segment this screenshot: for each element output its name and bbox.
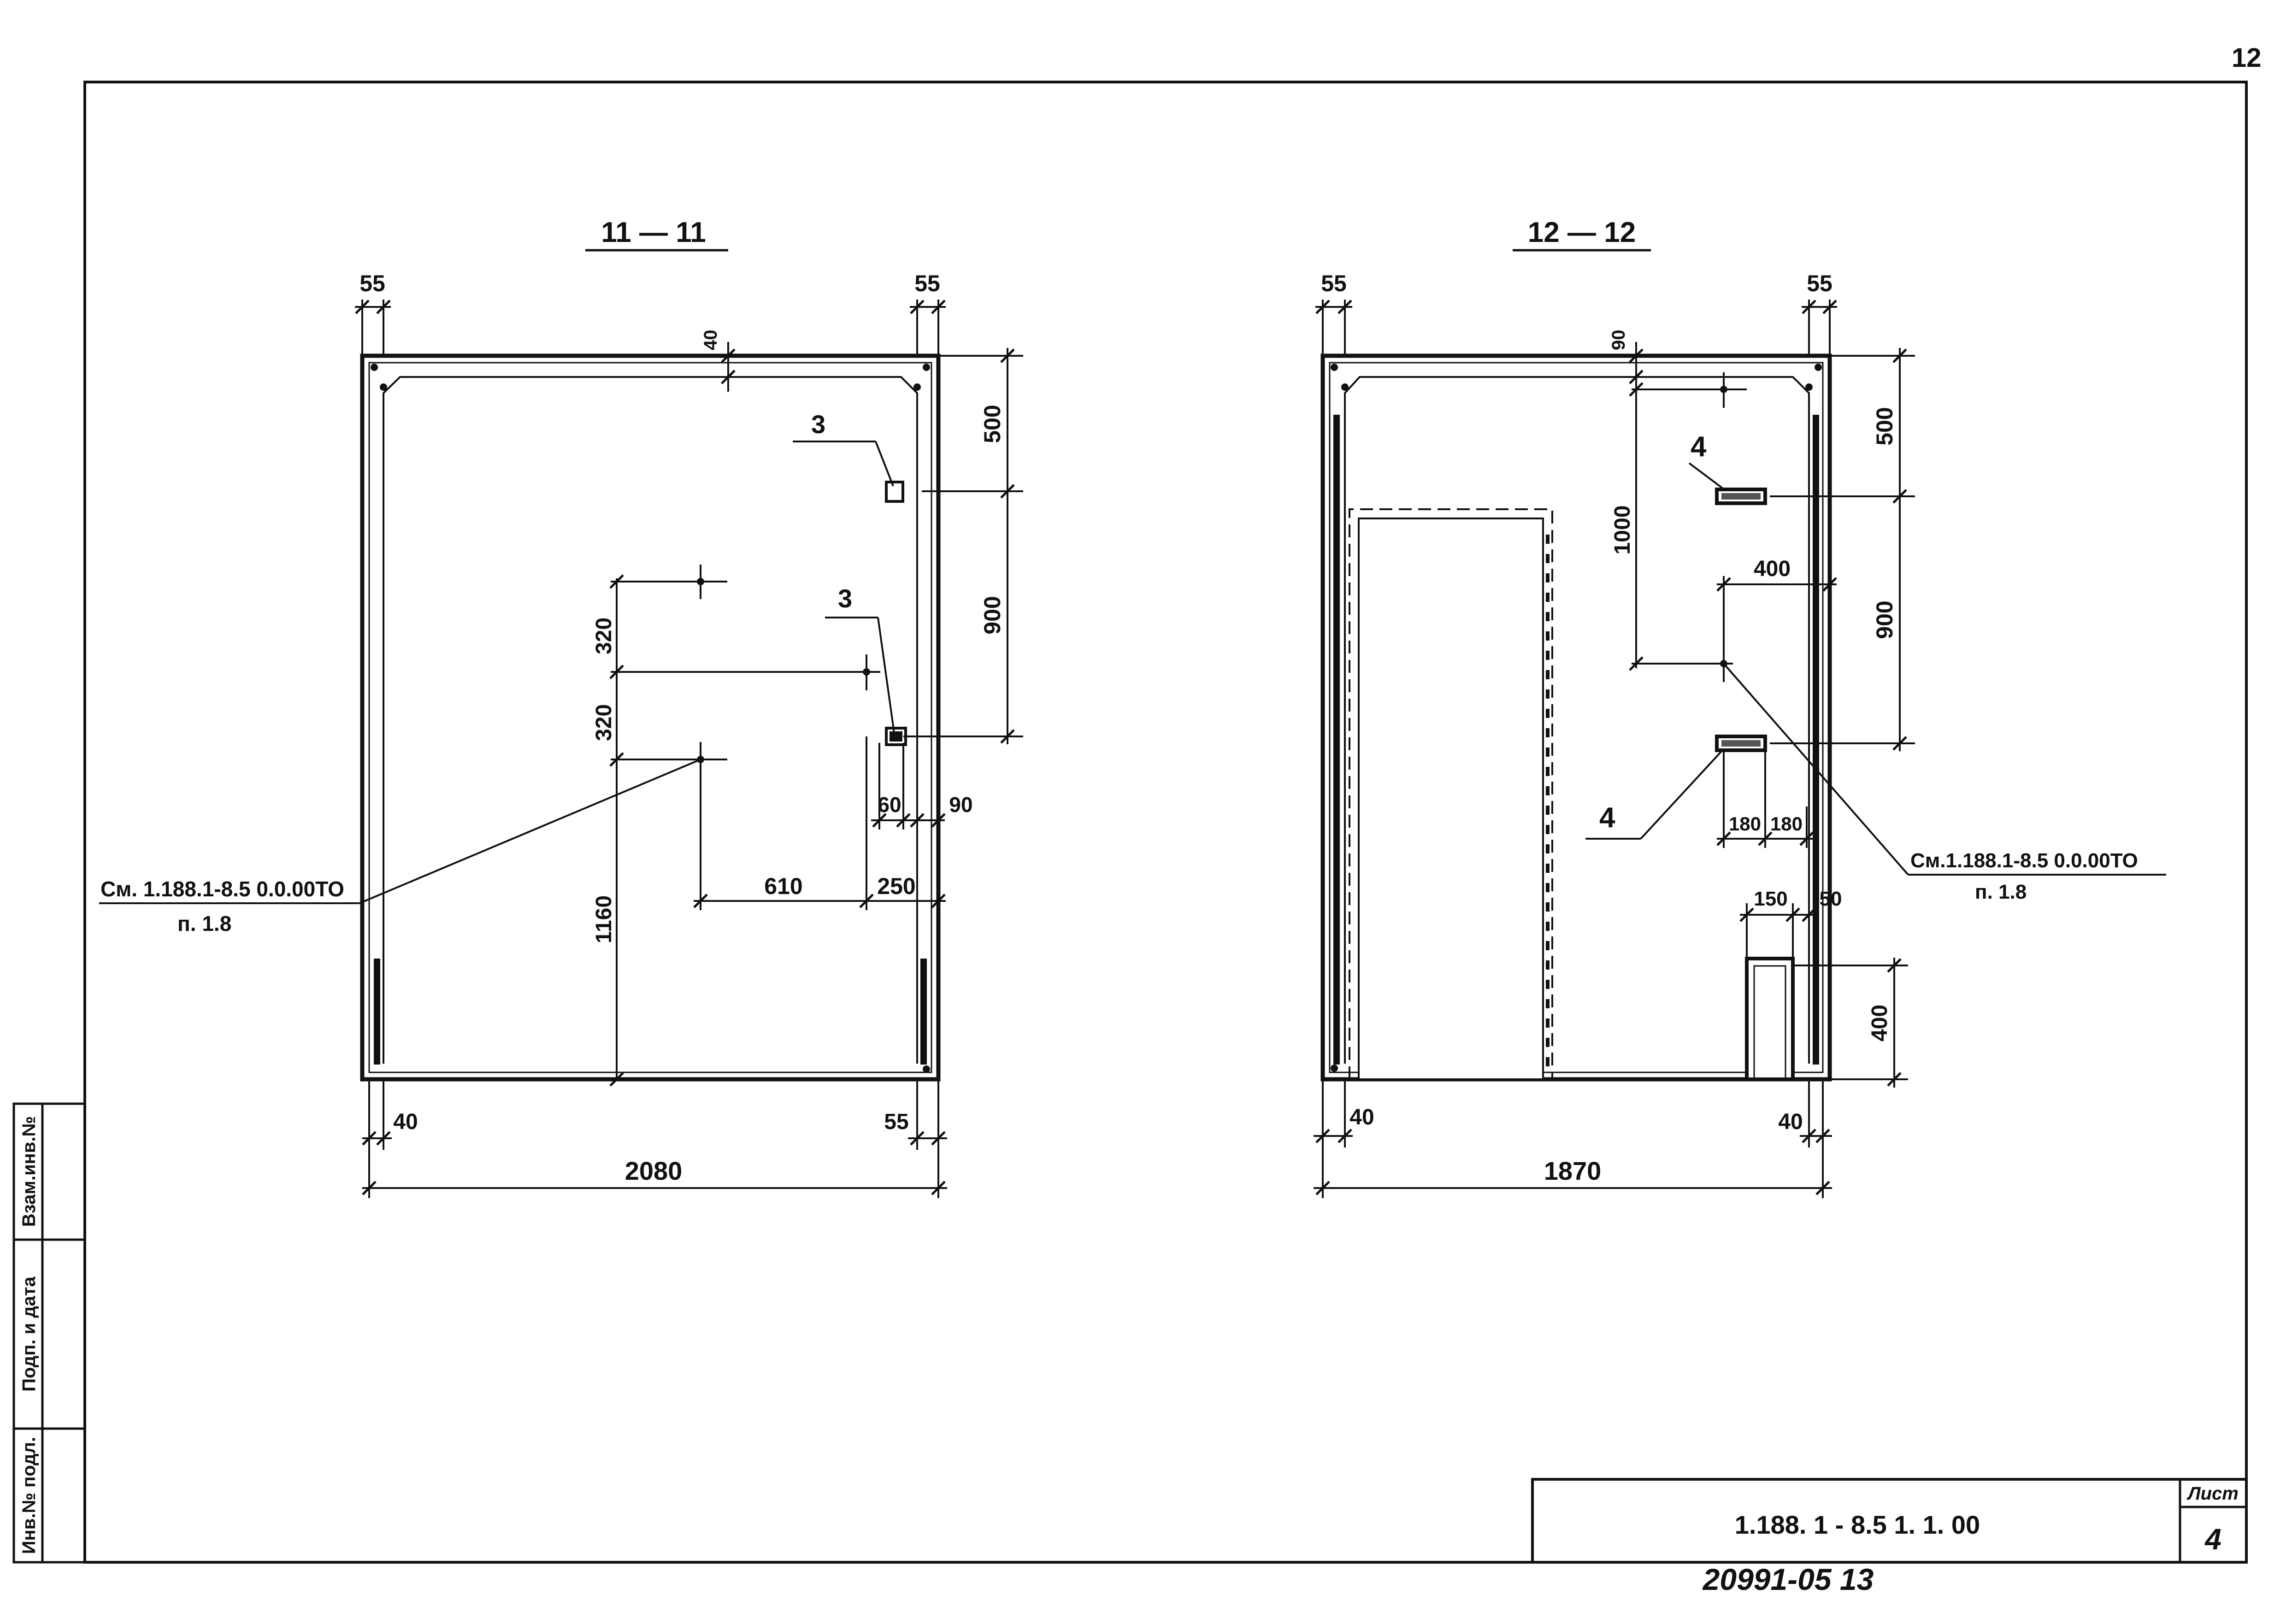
section-11-reference-line1: См. 1.188.1-8.5 0.0.00ТО — [100, 877, 344, 901]
section-12-dim-top-left: 55 — [1321, 271, 1347, 296]
section-12-dim-top-right: 55 — [1807, 271, 1832, 296]
title-block-sheet-label: Лист — [2186, 1483, 2239, 1504]
section-11-dim-small-a: 60 — [878, 793, 901, 817]
section-12-dim-overall-width: 1870 — [1544, 1156, 1602, 1185]
section-12-door-opening — [1349, 508, 1553, 1080]
section-11-dim-top-inner: 40 — [701, 330, 721, 351]
section-11-dim-top-right: 55 — [914, 271, 940, 296]
embedded-part-upper — [1715, 488, 1767, 505]
title-block-designation: 1.188. 1 - 8.5 1. 1. 00 — [1735, 1510, 1980, 1539]
section-12-dim-top-inner: 90 — [1609, 330, 1629, 351]
title-block-sheet-number: 4 — [2204, 1523, 2221, 1556]
side-stamp-cell1: Взам.инв.№ — [19, 1116, 39, 1227]
section-12-reference-line1: См.1.188.1-8.5 0.0.00ТО — [1910, 849, 2138, 872]
section-12-dim-bottom-right: 40 — [1778, 1110, 1803, 1134]
section-11-view: 11 — 11 3 3 — [99, 217, 1023, 1198]
section-11-dim-right-upper: 500 — [979, 405, 1005, 443]
section-12-reference-line2: п. 1.8 — [1975, 881, 2027, 903]
section-11-reference-leader — [359, 759, 701, 904]
section-12-dim-niche-width: 150 — [1754, 888, 1787, 910]
section-11-panel — [360, 353, 941, 1082]
section-11-title: 11 — 11 — [601, 217, 706, 248]
sheet-frame — [83, 81, 2248, 1564]
section-11-dim-small-b: 90 — [949, 793, 972, 817]
side-stamp: Взам.инв.№ Подп. и дата Инв.№ подл. — [12, 1102, 86, 1564]
archive-number: 20991-05 13 — [1702, 1562, 1874, 1596]
page-number: 12 — [2232, 43, 2262, 73]
section-12-dim-niche-height: 400 — [1868, 1005, 1892, 1041]
section-12-dim-embed-b: 180 — [1770, 813, 1803, 835]
section-11-dim-left-upper: 320 — [592, 618, 616, 654]
section-12-dim-bottom-left: 40 — [1349, 1105, 1374, 1130]
section-12-panel — [1320, 353, 1832, 1082]
section-12-dim-embed-a: 180 — [1729, 813, 1761, 835]
section-11-dim-horizontal-inner: 610 — [764, 873, 802, 899]
section-12-title: 12 — 12 — [1528, 217, 1636, 248]
section-11-dim-bottom-left: 40 — [393, 1110, 418, 1134]
section-12-dim-right-upper: 500 — [1872, 407, 1897, 445]
section-12-mark-upper: 4 — [1691, 431, 1707, 463]
section-12-dim-inner-vertical: 1000 — [1610, 506, 1635, 555]
section-11-dim-left-lower: 1160 — [592, 895, 616, 943]
side-stamp-cell2: Подп. и дата — [19, 1276, 39, 1391]
section-12-niche — [1745, 957, 1795, 1081]
section-12-view: 12 — 12 — [1314, 217, 2166, 1198]
section-11-dim-overall-width: 2080 — [625, 1156, 683, 1185]
section-11-dim-right-lower: 900 — [979, 596, 1005, 634]
section-12-reference-leader — [1723, 663, 1909, 876]
embedded-part-upper — [885, 481, 904, 503]
section-11-mark-upper: 3 — [811, 410, 825, 439]
section-11-mark-lower: 3 — [838, 584, 852, 613]
section-12-dim-right-lower: 900 — [1872, 600, 1897, 639]
section-11-dim-horizontal-right: 250 — [877, 873, 915, 899]
section-11-dim-left-middle: 320 — [592, 704, 616, 741]
section-12-dim-niche-gap: 50 — [1820, 888, 1842, 910]
section-12-dim-embed-offset: 400 — [1754, 557, 1791, 581]
section-12-mark-lower: 4 — [1599, 802, 1615, 834]
side-stamp-cell3: Инв.№ подл. — [19, 1437, 39, 1554]
section-11-dim-bottom-right: 55 — [884, 1110, 908, 1134]
section-11-reference-line2: п. 1.8 — [177, 912, 231, 936]
section-11-dim-top-left: 55 — [359, 271, 385, 296]
title-block: 1.188. 1 - 8.5 1. 1. 00 Лист 4 — [1531, 1478, 2248, 1564]
